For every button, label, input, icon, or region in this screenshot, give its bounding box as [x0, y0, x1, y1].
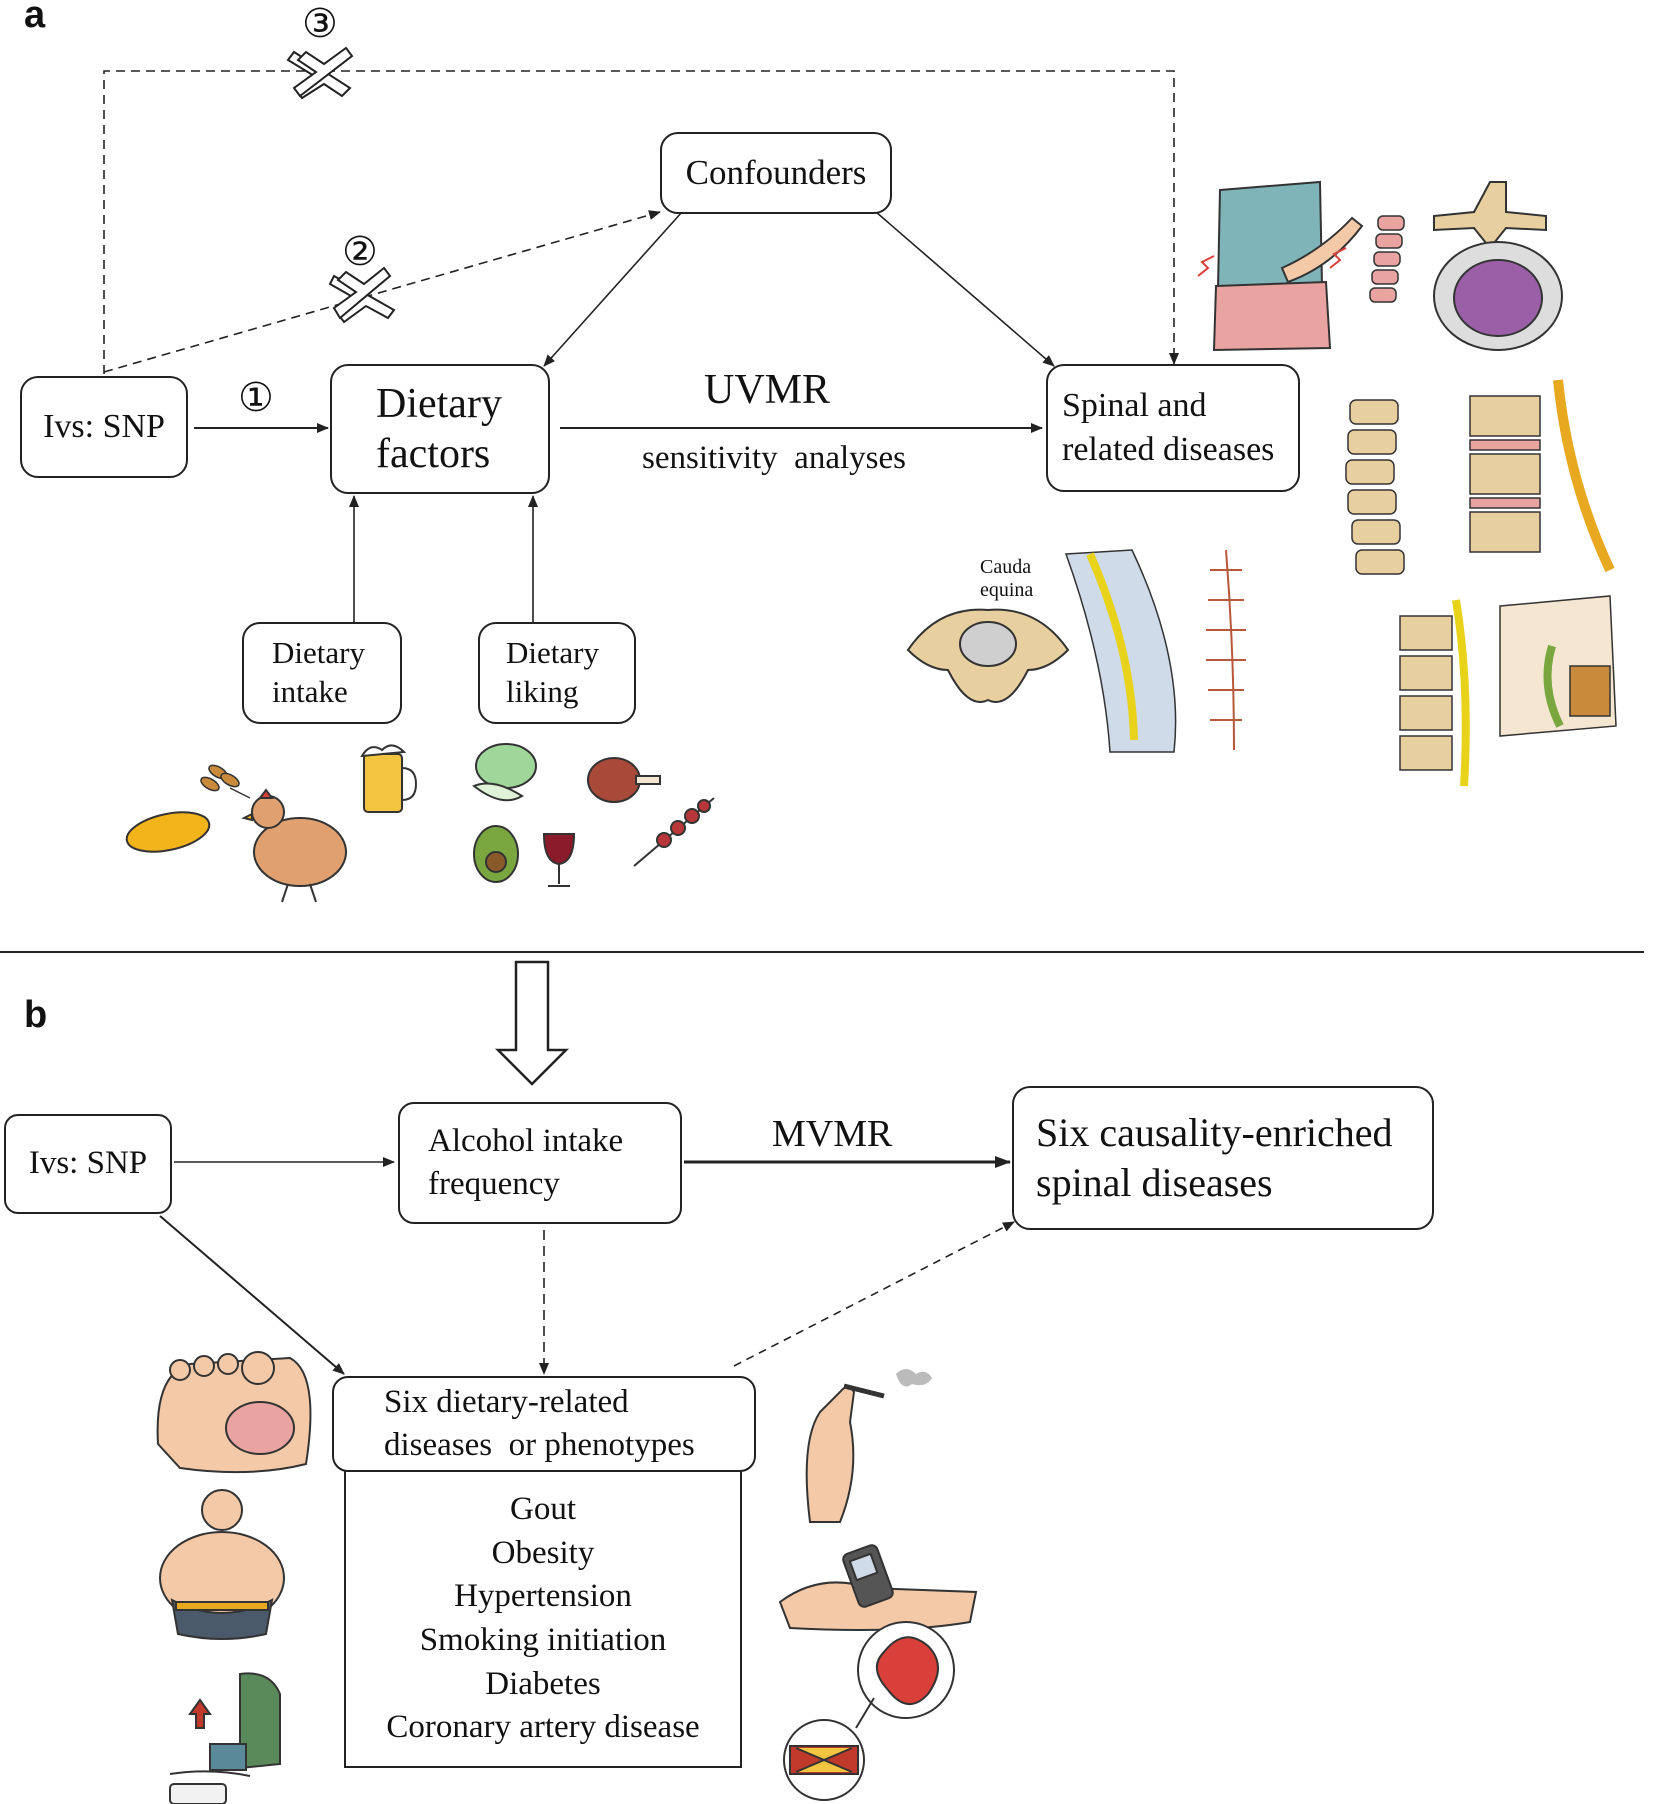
spinal-diseases-box: Spinal and related diseases	[1046, 364, 1300, 492]
dietary-liking-box: Dietary liking	[478, 622, 636, 724]
back-pain-illustration	[1197, 180, 1563, 352]
marker-3: ③	[302, 1, 338, 46]
spinal-stenosis-illustration	[1399, 595, 1617, 787]
lumbar-spine-illustration	[1345, 379, 1615, 575]
phenotype-hypertension: Hypertension	[454, 1578, 632, 1615]
pelvis-icon	[906, 608, 1070, 703]
lettuce-icon	[472, 743, 537, 802]
six-spinal-diseases-box: Six causality-enriched spinal diseases	[1012, 1086, 1434, 1230]
glucose-meter-icon	[778, 1544, 978, 1631]
right-phenotype-illustrations	[778, 1369, 978, 1801]
avocado-icon	[473, 825, 519, 883]
spinal-box-line1: Spinal and	[1062, 386, 1207, 424]
vertebral-column-icon	[1345, 399, 1405, 575]
dietary-to-spinal-dashed	[733, 1221, 1015, 1367]
cauda-label-line2: equina	[980, 579, 1034, 601]
chicken-icon	[241, 788, 347, 903]
skewer-icon	[633, 797, 715, 867]
marker-2: ②	[342, 229, 378, 274]
uvmr-label: UVMR	[704, 367, 831, 413]
ivs-snp-box-b: Ivs: SNP	[4, 1114, 172, 1214]
spinal-canal-icon	[1064, 549, 1177, 753]
six-dietary-related-box: Six dietary-related diseases or phenotyp…	[332, 1376, 756, 1472]
dietary-intake-line1: Dietary	[272, 635, 365, 671]
marker-1: ①	[238, 375, 274, 420]
six-spinal-line1: Six causality-enriched	[1036, 1110, 1393, 1155]
dietary-factors-line2: factors	[376, 431, 491, 477]
blood-pressure-icon	[169, 1672, 281, 1804]
phenotype-smoking: Smoking initiation	[419, 1622, 667, 1658]
snp-to-dietary-arrow	[159, 1215, 345, 1375]
ham-icon	[587, 757, 661, 803]
ivs-snp-box-a: Ivs: SNP	[20, 376, 188, 478]
alcohol-line2: frequency	[428, 1166, 560, 1202]
cauda-equina-label: Cauda equina	[980, 556, 1033, 602]
dietary-intake-box: Dietary intake	[242, 622, 402, 724]
alcohol-line1: Alcohol intake	[428, 1123, 624, 1160]
back-pain-torso-icon	[1197, 180, 1364, 352]
transition-arrow	[494, 960, 570, 1086]
confounders-label: Confounders	[685, 153, 867, 193]
panel-b-label: b	[24, 994, 48, 1036]
cauda-equina-illustration	[906, 549, 1246, 753]
lumbar-canal-icon	[1399, 599, 1470, 787]
heart-artery-icon	[783, 1621, 955, 1801]
sagittal-spine-icon	[1469, 379, 1615, 573]
six-spinal-line2: spinal diseases	[1036, 1160, 1273, 1205]
confounder-to-diet-arrow	[543, 211, 683, 367]
gout-foot-icon	[156, 1351, 312, 1474]
phenotype-list: Gout Obesity Hypertension Smoking initia…	[344, 1470, 742, 1768]
ivs-snp-label: Ivs: SNP	[43, 407, 165, 445]
mvmr-label: MVMR	[772, 1113, 893, 1155]
phenotype-diabetes: Diabetes	[485, 1665, 601, 1702]
spine-segment-icon	[1369, 215, 1405, 303]
spinal-nerves-icon	[1206, 549, 1246, 751]
pleiotropy-path-3	[103, 70, 1179, 374]
six-dietary-line2: diseases or phenotypes	[384, 1427, 695, 1463]
sensitivity-label: sensitivity analyses	[642, 440, 906, 476]
panel-a-label: a	[24, 0, 46, 36]
obesity-figure-icon	[159, 1489, 285, 1640]
dietary-liking-food-illustration	[472, 743, 715, 887]
pleiotropy-path-2	[103, 210, 661, 373]
dietary-intake-line2: intake	[272, 674, 348, 709]
phenotype-cad: Coronary artery disease	[386, 1709, 700, 1746]
dietary-intake-food-illustration	[125, 744, 418, 903]
wheat-icon	[200, 764, 251, 799]
facet-joint-icon	[1499, 595, 1617, 737]
cauda-label-line1: Cauda	[980, 556, 1032, 578]
alcohol-intake-box: Alcohol intake frequency	[398, 1102, 682, 1224]
dietary-liking-line1: Dietary	[506, 635, 599, 671]
wine-glass-icon	[542, 833, 576, 887]
smoking-hand-icon	[805, 1369, 932, 1523]
phenotype-obesity: Obesity	[491, 1534, 595, 1571]
left-phenotype-illustrations	[156, 1351, 312, 1804]
phenotype-gout: Gout	[510, 1491, 576, 1528]
mango-icon	[125, 811, 211, 853]
cross-mark-2	[328, 266, 396, 324]
beer-icon	[360, 744, 418, 813]
ivs-snp-label-b: Ivs: SNP	[28, 1145, 148, 1182]
spinal-box-line2: related diseases	[1062, 431, 1275, 468]
cross-mark-3	[286, 46, 354, 100]
dietary-factors-box: Dietary factors	[330, 364, 550, 494]
six-dietary-line1: Six dietary-related	[384, 1384, 629, 1421]
herniated-disc-icon	[1433, 181, 1563, 351]
dietary-factors-line1: Dietary	[376, 380, 502, 427]
confounders-box: Confounders	[660, 132, 892, 214]
dietary-liking-line2: liking	[506, 674, 579, 709]
confounder-to-spinal-arrow	[875, 211, 1055, 367]
